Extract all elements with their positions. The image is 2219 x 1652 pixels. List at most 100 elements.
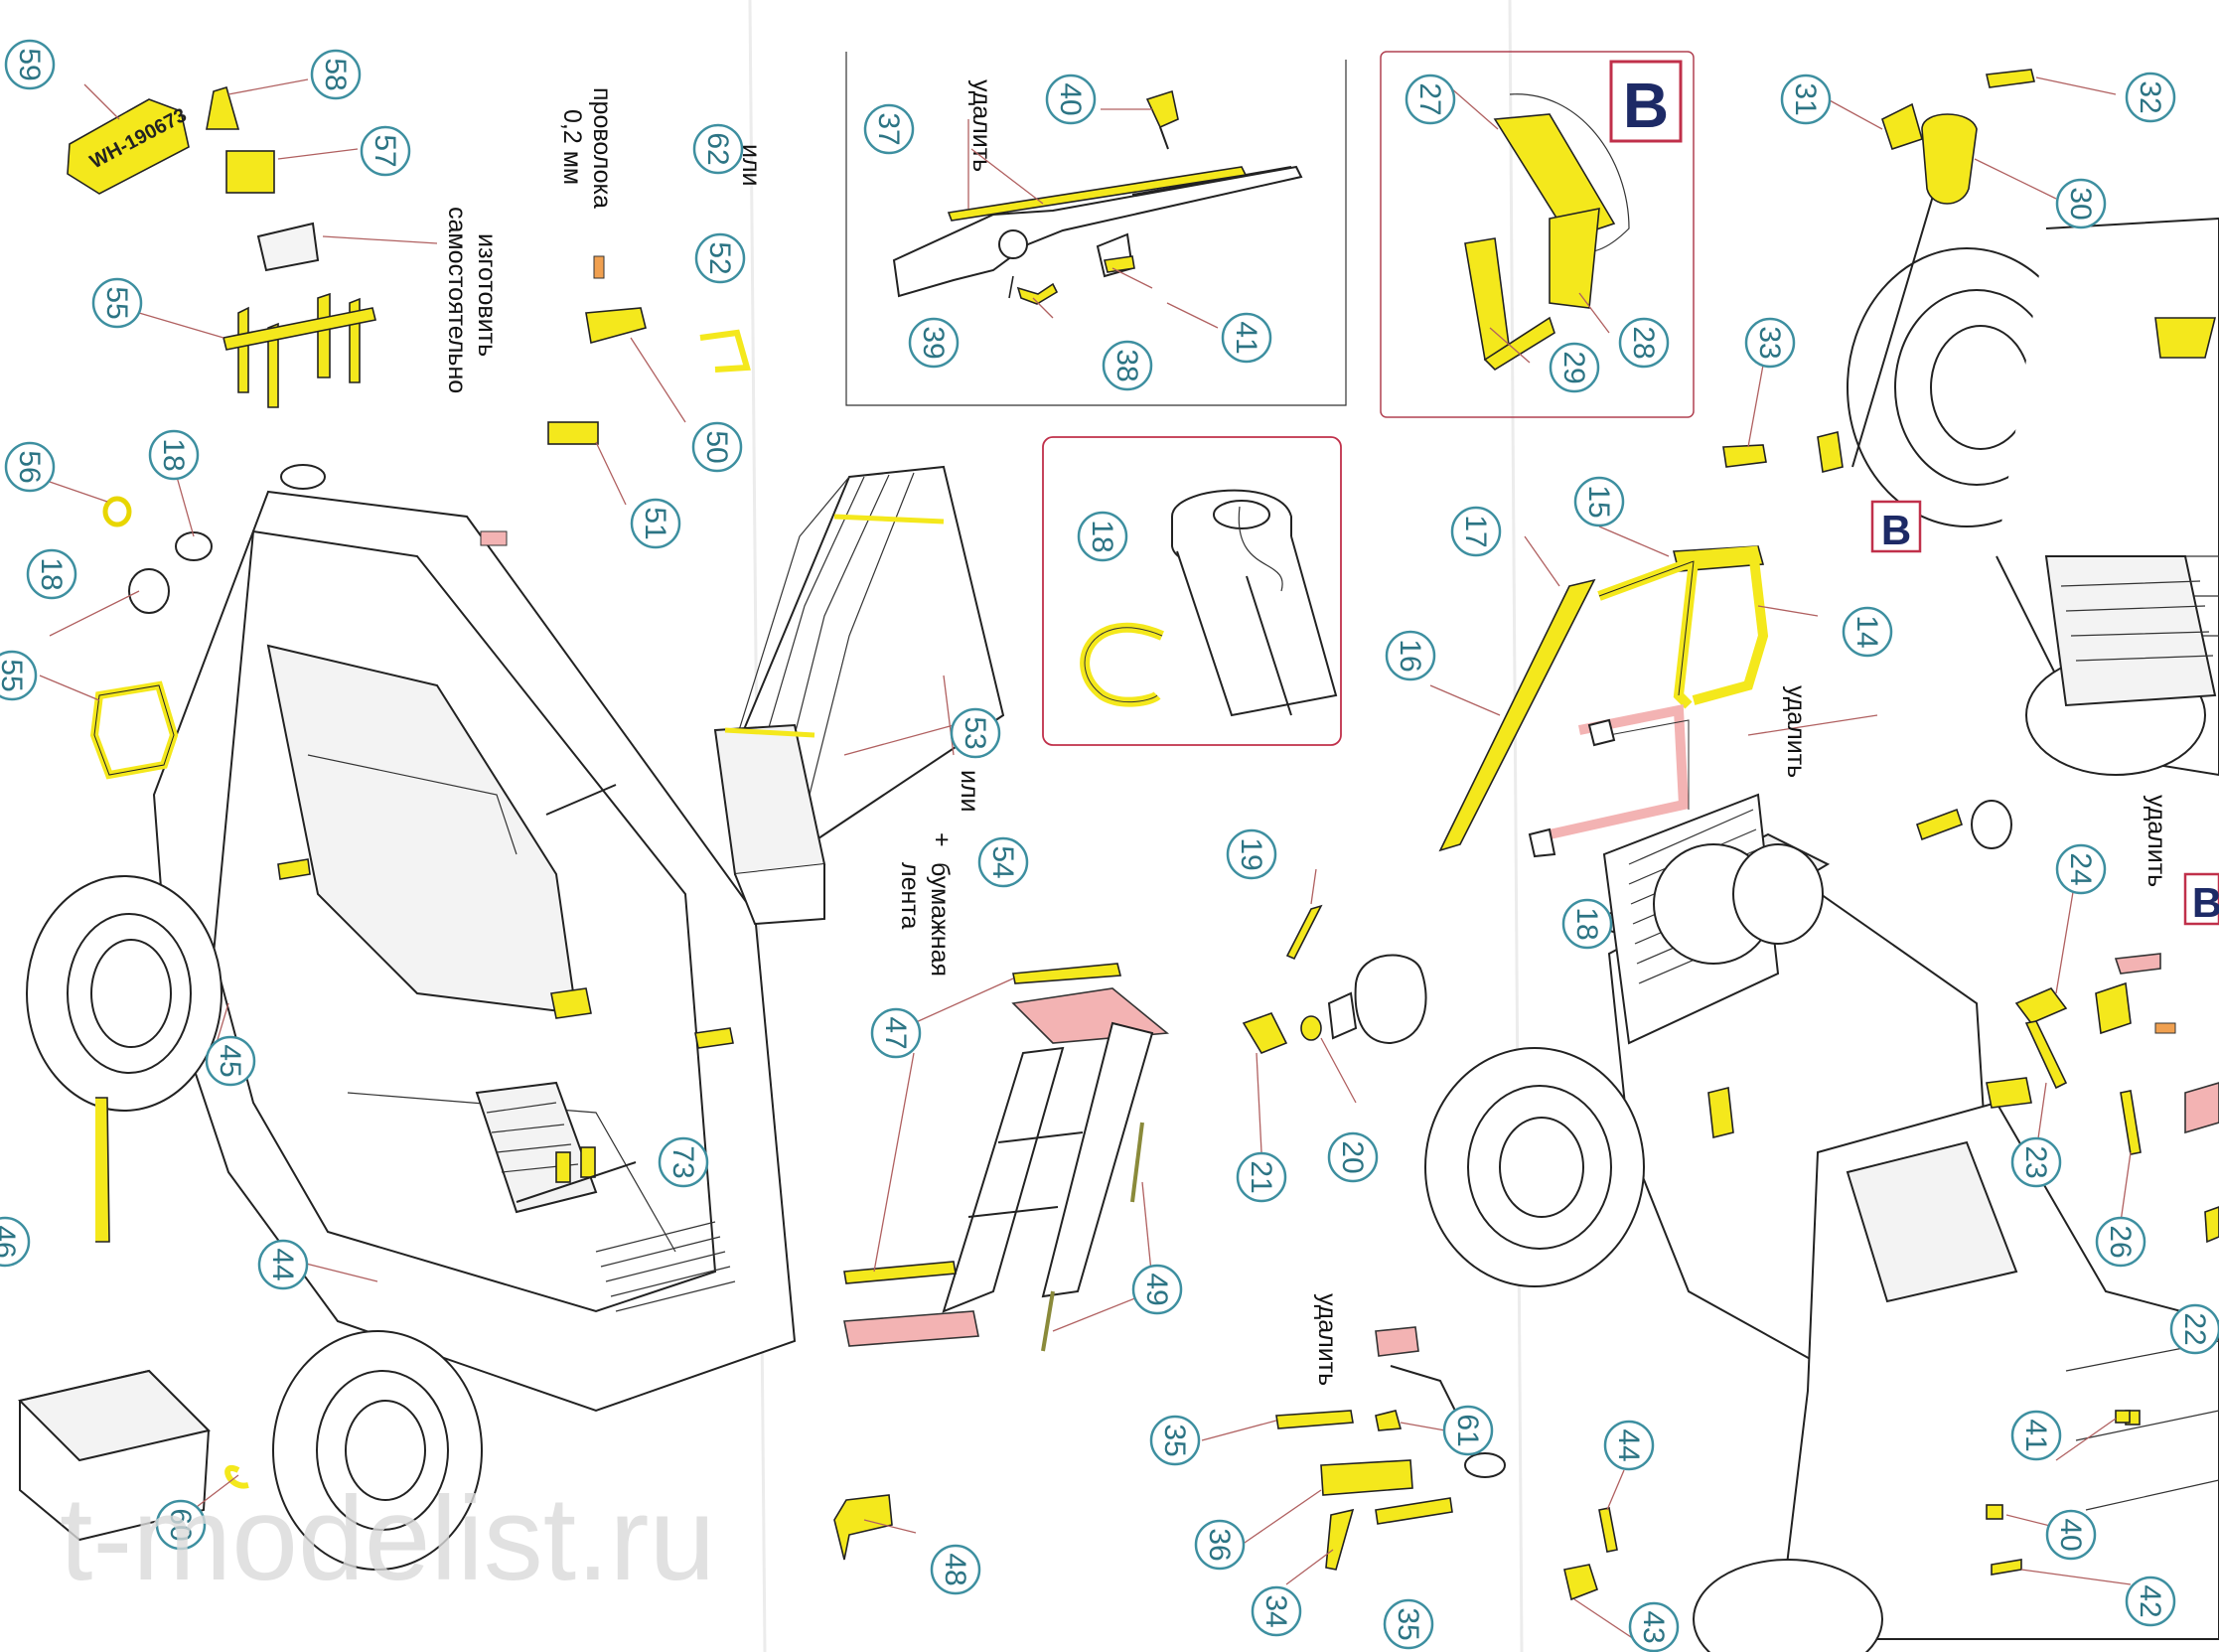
russian-labels: проволока 0,2 мм изготовить самостоятель… [443,87,2170,1386]
callout-18: 18 [1086,520,1118,552]
callout-46: 46 [0,1225,21,1258]
inset-detail-18 [1042,436,1342,746]
callout-26: 26 [2104,1225,2137,1258]
leader-lines [39,76,2132,1650]
part-24 [2014,987,2068,1024]
part-20 [1300,1015,1322,1041]
callout-55: 55 [100,286,133,319]
callout-40: 40 [2054,1518,2087,1551]
callout-24: 24 [2064,852,2097,885]
inset-b-frame: В [1380,51,1695,418]
part-38 [1016,282,1059,305]
or-label-53-54: или [956,770,983,813]
callout-41: 41 [1230,321,1262,354]
callout-56: 56 [13,450,46,483]
callout-23: 23 [2019,1145,2052,1178]
part-16 [1438,578,1596,852]
callout-49: 49 [1140,1273,1173,1305]
callout-43: 43 [1637,1610,1670,1643]
remove-label: удалить [967,79,995,172]
paper-tape-line2: лента [896,862,924,929]
callout-32: 32 [2134,80,2166,113]
part-57 [225,150,275,194]
callout-61: 61 [1451,1414,1484,1446]
wire-label-line2: 0,2 мм [558,109,586,185]
callout-35: 35 [1158,1424,1191,1456]
wire-label-line1: проволока [588,87,616,209]
make-yourself-line1: изготовить [473,233,501,357]
callout-18: 18 [35,557,68,590]
part-29 [1464,237,1511,362]
part-28 [1549,208,1600,309]
part-55-legs [237,292,361,408]
callout-14: 14 [1850,615,1883,648]
part-26 [2120,1090,2142,1155]
callout-19: 19 [1235,837,1267,870]
callout-73: 73 [666,1145,699,1178]
part-58 [206,85,240,130]
part-36 [1320,1459,1413,1496]
callout-45: 45 [214,1044,246,1077]
vehicle-front-view [1424,148,2219,1652]
part-40 [1145,89,1179,129]
callout-15: 15 [1582,485,1615,518]
hull-view-left [18,464,797,1571]
callout-20: 20 [1336,1140,1369,1173]
part-48 [833,1494,893,1561]
watermark: t-modelist.ru [60,1472,715,1605]
part-30 [1921,113,1978,205]
make-yourself-line2: самостоятельно [443,207,471,393]
callout-55: 55 [0,659,28,691]
callout-22: 22 [2178,1312,2211,1345]
remove-label-mid: удалить [1782,685,1810,778]
callout-31: 31 [1789,82,1822,115]
callout-16: 16 [1394,639,1426,672]
part-35 [1275,1410,1354,1429]
part-56 [102,496,132,527]
parts-22-26 [1915,800,2219,1244]
callout-numbers: 59 58 57 55 56 18 18 55 62 52 50 51 45 4… [0,39,2219,1652]
part-31 [1881,102,1923,151]
callout-50: 50 [700,430,733,463]
part-46 [95,1097,110,1243]
part-33 [1722,444,1767,468]
callout-41: 41 [2019,1419,2052,1451]
callout-38: 38 [1110,349,1143,381]
callout-33: 33 [1753,326,1786,359]
part-59-plate [67,98,190,195]
frame-47-49 [843,963,1170,1352]
part-44 [1598,1507,1618,1553]
part-61 [1375,1410,1403,1431]
remove-label-bottom: удалить [1313,1293,1341,1386]
section-b-marker-edge: В [2192,879,2219,926]
part-52 [699,329,751,373]
callout-21: 21 [1245,1160,1277,1193]
left-photoetch-parts: WH-190673 [67,85,893,1561]
callout-53: 53 [959,716,991,749]
parts-30-33 [1722,69,2035,473]
callout-42: 42 [2134,1584,2166,1617]
callout-58: 58 [319,58,352,90]
callout-39: 39 [917,326,950,359]
callout-27: 27 [1413,82,1446,115]
callout-51: 51 [639,507,671,539]
parts-14-17 [1438,545,1769,858]
callout-35: 35 [1392,1607,1424,1640]
part-51 [547,421,599,445]
part-32 [1986,69,2035,88]
part-23 [2024,1020,2068,1090]
fold-line [1508,0,1524,1652]
section-b-markers: В В [1870,500,2219,926]
callout-36: 36 [1203,1528,1236,1561]
callout-48: 48 [939,1553,971,1585]
part-41 [2115,1410,2131,1424]
part-40 [1986,1504,2003,1520]
callout-47: 47 [879,1016,912,1049]
section-b-marker-small: В [1881,507,1911,553]
callout-29: 29 [1557,351,1590,383]
callout-59: 59 [13,48,46,80]
callout-30: 30 [2064,187,2097,220]
callout-62: 62 [701,132,734,165]
callout-17: 17 [1459,515,1492,547]
